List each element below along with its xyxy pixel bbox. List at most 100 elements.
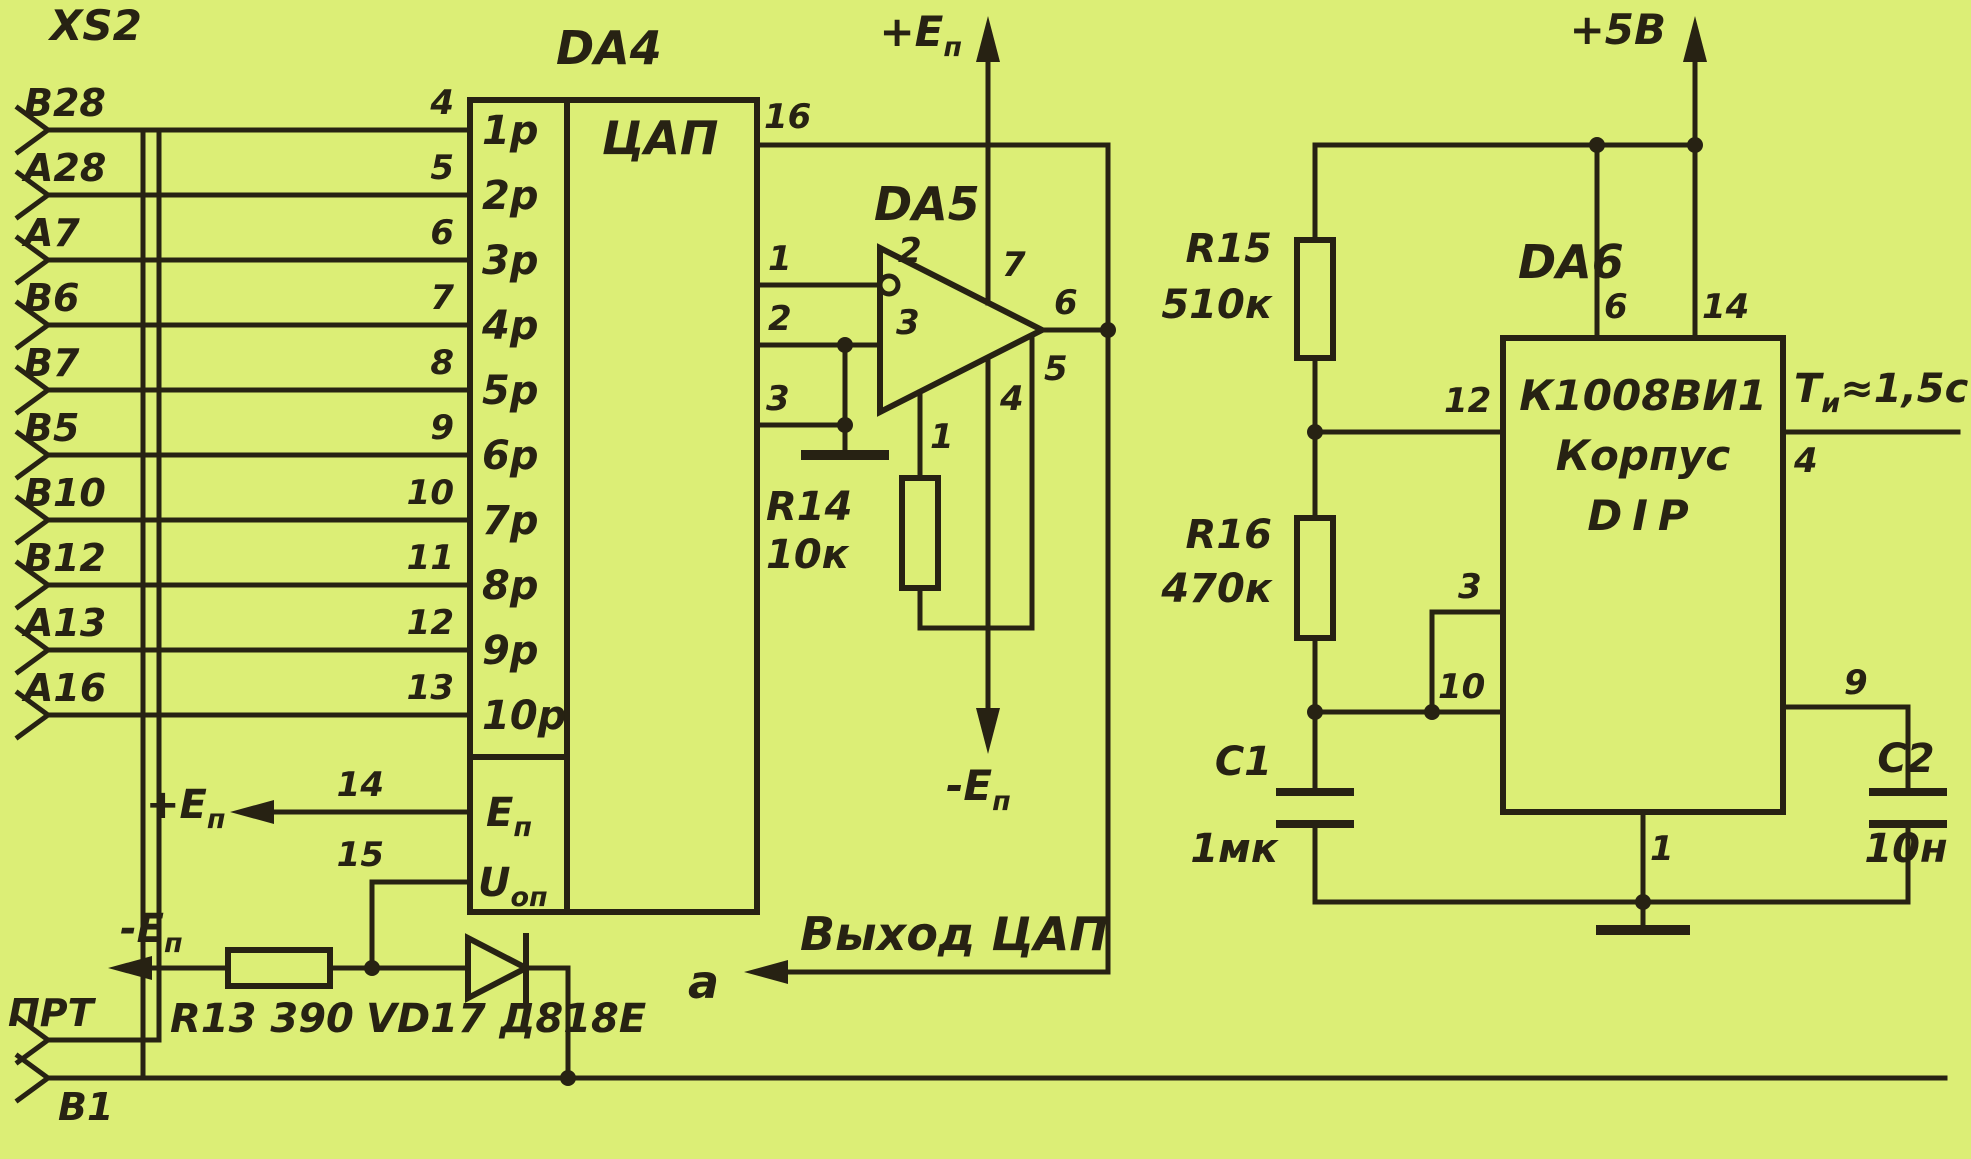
c2-value-label: 10н <box>1864 826 1947 872</box>
opamp-null-net <box>917 333 1035 631</box>
capacitor-c2 <box>1869 788 1947 828</box>
dac-output-label: Выход ЦАП <box>800 907 1108 961</box>
da4-pin-number: 12 <box>407 603 454 643</box>
da5-pin-number: 7 <box>1002 245 1026 285</box>
da6-pin-number: 6 <box>1604 287 1628 327</box>
vd17-label: VD17 Д818Е <box>366 996 646 1042</box>
dac-output-arrowhead <box>744 960 788 984</box>
da4-bit-label: 5р <box>482 368 538 414</box>
connector-pin-label: А7 <box>21 211 80 255</box>
da4-out-pin-number: 1 <box>768 239 792 279</box>
da4-pin-number: 8 <box>430 343 454 383</box>
connector-pin-label: В7 <box>24 341 80 385</box>
junction-dot <box>364 960 380 976</box>
da6-part-number: К1008ВИ1 <box>1519 371 1767 420</box>
da4-pin-number: 11 <box>407 538 454 578</box>
da6-pin-number: 3 <box>1458 567 1482 607</box>
da4-pin-number-16: 16 <box>764 97 811 137</box>
da4-pin-number: 6 <box>430 213 454 253</box>
ep-minus-left-arrowhead <box>108 956 152 980</box>
da6-pin-number: 12 <box>1444 381 1491 421</box>
da4-pin-number: 10 <box>407 473 454 513</box>
da4-power-nets: +Еп -Еп R13 390 VD17 Д818Е <box>108 782 646 1081</box>
da6-body <box>1500 335 1786 815</box>
ep-minus-bottom-label: -Еп <box>946 761 1011 817</box>
da4-title: ЦАП <box>602 111 719 165</box>
da6-pin-number: 14 <box>1702 287 1749 327</box>
connector-pin-label: В12 <box>24 536 106 580</box>
da4-pin-number: 13 <box>407 668 454 708</box>
da4-bit-label: 9р <box>482 628 538 674</box>
timer-da6-circuit: +5В DA6 К1008ВИ1 Корпус DIP R15 510к R16… <box>1160 5 1969 935</box>
dac-chip-da4: DA4 ЦАП 1р 2р 3р 4р 5р 6р 7р 8р 9р 10р Е… <box>337 21 811 915</box>
junction-dot <box>1687 137 1703 153</box>
da4-bit-label: 4р <box>481 303 538 349</box>
output-node-label: а <box>688 955 719 1009</box>
resistor-r13 <box>225 947 333 989</box>
connector-pin-label: А28 <box>21 146 106 190</box>
da6-package-type: DIP <box>1587 491 1698 540</box>
da5-pin-number: 4 <box>999 379 1024 419</box>
da5-ref: DA5 <box>874 177 980 231</box>
r13-label: R13 390 <box>170 996 354 1042</box>
resistor-r14 <box>899 475 941 591</box>
connector-wires <box>45 127 1948 1081</box>
da4-bit-label: 10р <box>482 693 566 739</box>
ep-plus-left-arrowhead <box>230 800 274 824</box>
connector-pin-label-prt: ПРТ <box>8 991 97 1035</box>
da6-pin-number: 10 <box>1438 667 1485 707</box>
da5-pin-number: 1 <box>930 417 954 457</box>
opamp-triangle <box>877 243 1049 417</box>
da5-pin-number: 6 <box>1054 283 1078 323</box>
r15-ref-label: R15 <box>1186 226 1272 272</box>
da4-bit-label: 2р <box>482 173 538 219</box>
resistor-r15 <box>1294 237 1336 361</box>
plus5v-arrowhead <box>1683 16 1707 62</box>
da5-pin-number: 3 <box>896 303 920 343</box>
r15-value-label: 510к <box>1161 282 1272 328</box>
connector-pin-label: А16 <box>21 666 106 710</box>
da4-pin-number: 7 <box>430 278 454 318</box>
junction-dot <box>837 337 853 353</box>
r14-value-label: 10к <box>766 532 850 578</box>
plus5v-label: +5В <box>1570 5 1666 54</box>
pulse-duration-label: Ти≈1,5с <box>1794 366 1969 419</box>
inverting-input-circle <box>877 273 901 297</box>
r14-ref-label: R14 <box>766 484 852 530</box>
junction-dot <box>1307 704 1323 720</box>
da4-out-pin-number: 2 <box>768 299 792 339</box>
da4-pin-number: 9 <box>430 408 454 448</box>
connector-xs2: XS2 В28 А28 А7 В6 В7 В5 В10 В12 А13 А16 … <box>8 1 1948 1129</box>
c1-ref-label: С1 <box>1215 739 1272 785</box>
da6-ref: DA6 <box>1518 235 1624 289</box>
da4-bit-label: 8р <box>482 563 538 609</box>
da4-ref: DA4 <box>556 21 662 75</box>
c1-value-label: 1мк <box>1190 826 1279 872</box>
connector-pin-label-b1: В1 <box>58 1085 113 1129</box>
feedback-output-net <box>754 142 1111 975</box>
da4-en-label: Еп <box>486 790 532 843</box>
da6-package-label: Корпус <box>1556 431 1731 480</box>
connector-pin-label: В10 <box>24 471 106 515</box>
da4-uref-label: Uоп <box>478 860 548 913</box>
da4-out-pin-number: 3 <box>766 379 790 419</box>
ep-minus-bottom-arrowhead <box>976 708 1000 754</box>
connector-title: XS2 <box>47 1 142 50</box>
da6-pin-number: 1 <box>1650 829 1674 869</box>
junction-dot <box>1589 137 1605 153</box>
junction-dot <box>1307 424 1323 440</box>
junction-dot <box>560 1070 576 1086</box>
bus-vertical-lines <box>140 127 162 1081</box>
c2-ref-label: С2 <box>1877 736 1934 782</box>
da4-pin-number-15: 15 <box>337 835 384 875</box>
da6-pin-number: 4 <box>1793 441 1818 481</box>
da4-pin-number-14: 14 <box>337 765 384 805</box>
connector-pin-label: В6 <box>24 276 79 320</box>
da4-bit-label: 3р <box>482 238 538 284</box>
ep-plus-top-arrowhead <box>976 16 1000 62</box>
capacitor-c1 <box>1276 788 1354 828</box>
da4-bit-label: 6р <box>482 433 538 479</box>
connector-pin-label: А13 <box>21 601 106 645</box>
opamp-da5: R14 10к +Еп -Еп DA5 2 3 7 6 4 1 5 Выход … <box>688 7 1111 1009</box>
